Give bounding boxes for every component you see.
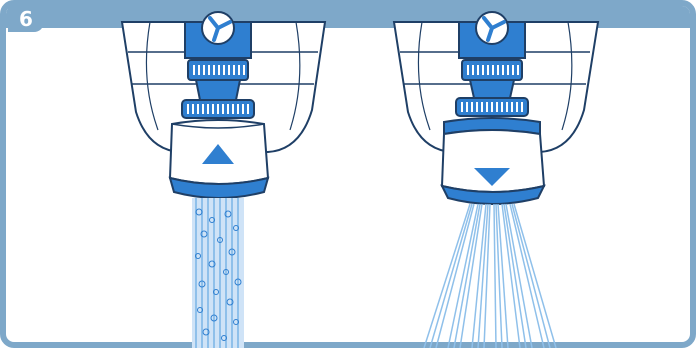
triangle-up-icon — [202, 144, 234, 164]
right-faucet-aerator — [392, 11, 600, 348]
triangle-down-icon — [474, 168, 510, 186]
right-wide-spray — [423, 203, 557, 348]
step-number-badge: 6 — [8, 6, 44, 32]
left-straight-stream — [192, 198, 244, 348]
left-faucet-aerator — [120, 11, 327, 348]
